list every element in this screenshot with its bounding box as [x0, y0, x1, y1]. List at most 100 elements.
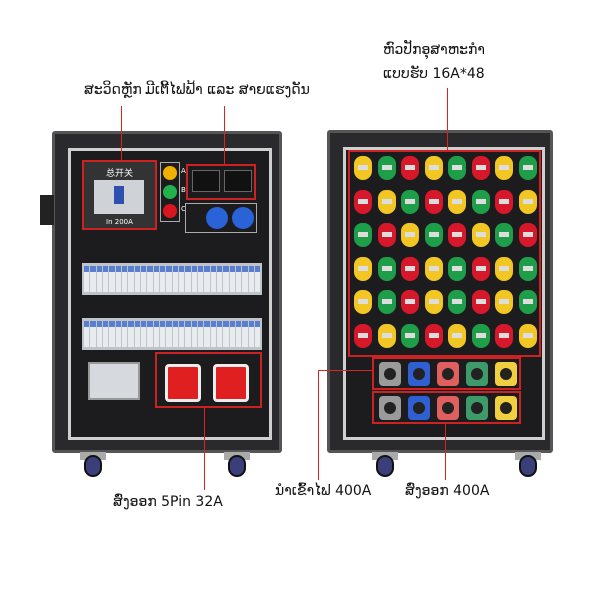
breaker[interactable]: [235, 266, 242, 292]
breaker[interactable]: [254, 266, 261, 292]
breaker[interactable]: [153, 266, 159, 292]
industrial-socket-16a[interactable]: [471, 256, 490, 281]
breaker[interactable]: [102, 321, 109, 347]
5pin-32a-socket[interactable]: [165, 364, 201, 402]
industrial-socket-16a[interactable]: [518, 256, 537, 281]
breaker[interactable]: [166, 321, 172, 347]
industrial-socket-16a[interactable]: [354, 256, 372, 281]
powerlock-400a-connector[interactable]: [437, 362, 459, 386]
breaker[interactable]: [147, 321, 153, 347]
breaker[interactable]: [178, 266, 185, 292]
breaker[interactable]: [147, 266, 153, 292]
breaker[interactable]: [185, 266, 191, 292]
industrial-socket-16a[interactable]: [377, 256, 396, 281]
breaker[interactable]: [191, 321, 197, 347]
industrial-socket-16a[interactable]: [518, 290, 537, 314]
industrial-socket-16a[interactable]: [471, 290, 490, 314]
breaker[interactable]: [109, 321, 115, 347]
industrial-socket-16a[interactable]: [424, 156, 443, 180]
breaker[interactable]: [84, 321, 90, 347]
industrial-socket-16a[interactable]: [377, 323, 396, 348]
industrial-socket-16a[interactable]: [354, 223, 372, 247]
breaker[interactable]: [248, 266, 254, 292]
industrial-socket-16a[interactable]: [448, 223, 466, 247]
industrial-socket-16a[interactable]: [401, 323, 419, 348]
breaker[interactable]: [115, 321, 121, 347]
breaker[interactable]: [121, 321, 128, 347]
powerlock-400a-connector[interactable]: [408, 362, 430, 386]
industrial-socket-16a[interactable]: [424, 189, 443, 214]
industrial-socket-16a[interactable]: [354, 290, 372, 314]
breaker[interactable]: [134, 266, 140, 292]
industrial-socket-16a[interactable]: [448, 290, 466, 314]
breaker[interactable]: [191, 266, 197, 292]
industrial-socket-16a[interactable]: [424, 323, 443, 348]
industrial-socket-16a[interactable]: [495, 323, 513, 348]
industrial-socket-16a[interactable]: [354, 189, 372, 214]
industrial-socket-16a[interactable]: [518, 323, 537, 348]
breaker[interactable]: [159, 321, 166, 347]
industrial-socket-16a[interactable]: [354, 323, 372, 348]
breaker[interactable]: [172, 266, 178, 292]
industrial-socket-16a[interactable]: [401, 189, 419, 214]
breaker[interactable]: [90, 321, 96, 347]
breaker[interactable]: [197, 321, 204, 347]
breaker[interactable]: [102, 266, 109, 292]
breaker[interactable]: [248, 321, 254, 347]
industrial-socket-16a[interactable]: [377, 290, 396, 314]
industrial-socket-16a[interactable]: [424, 256, 443, 281]
industrial-socket-16a[interactable]: [518, 223, 537, 247]
breaker[interactable]: [210, 321, 216, 347]
powerlock-400a-connector[interactable]: [408, 396, 430, 420]
powerlock-400a-connector[interactable]: [495, 362, 517, 386]
industrial-socket-16a[interactable]: [377, 223, 396, 247]
breaker[interactable]: [159, 266, 166, 292]
powerlock-400a-connector[interactable]: [466, 396, 488, 420]
powerlock-400a-connector[interactable]: [437, 396, 459, 420]
breaker[interactable]: [172, 321, 178, 347]
industrial-socket-16a[interactable]: [518, 156, 537, 180]
schuko-socket[interactable]: [232, 207, 254, 229]
breaker[interactable]: [134, 321, 140, 347]
breaker[interactable]: [254, 321, 261, 347]
breaker[interactable]: [90, 266, 96, 292]
industrial-socket-16a[interactable]: [401, 290, 419, 314]
breaker-row[interactable]: [82, 318, 262, 350]
industrial-socket-16a[interactable]: [495, 189, 513, 214]
industrial-socket-16a[interactable]: [495, 256, 513, 281]
industrial-socket-16a[interactable]: [495, 290, 513, 314]
breaker[interactable]: [115, 266, 121, 292]
industrial-socket-16a[interactable]: [471, 189, 490, 214]
breaker[interactable]: [210, 266, 216, 292]
breaker[interactable]: [229, 321, 235, 347]
industrial-socket-16a[interactable]: [448, 256, 466, 281]
breaker[interactable]: [242, 266, 248, 292]
breaker[interactable]: [204, 321, 210, 347]
breaker[interactable]: [153, 321, 159, 347]
breaker[interactable]: [216, 266, 223, 292]
industrial-socket-16a[interactable]: [354, 156, 372, 180]
breaker[interactable]: [121, 266, 128, 292]
breaker[interactable]: [223, 321, 229, 347]
industrial-socket-16a[interactable]: [471, 323, 490, 348]
breaker[interactable]: [223, 266, 229, 292]
powerlock-400a-connector[interactable]: [379, 362, 401, 386]
breaker[interactable]: [216, 321, 223, 347]
schuko-socket[interactable]: [206, 207, 228, 229]
breaker[interactable]: [235, 321, 242, 347]
industrial-socket-16a[interactable]: [448, 156, 466, 180]
powerlock-400a-connector[interactable]: [466, 362, 488, 386]
breaker[interactable]: [128, 321, 134, 347]
industrial-socket-16a[interactable]: [448, 189, 466, 214]
breaker[interactable]: [140, 321, 147, 347]
breaker[interactable]: [185, 321, 191, 347]
breaker[interactable]: [140, 266, 147, 292]
breaker[interactable]: [229, 266, 235, 292]
industrial-socket-16a[interactable]: [495, 223, 513, 247]
main-breaker[interactable]: [94, 180, 144, 214]
industrial-socket-16a[interactable]: [471, 156, 490, 180]
breaker[interactable]: [178, 321, 185, 347]
industrial-socket-16a[interactable]: [401, 156, 419, 180]
breaker[interactable]: [204, 266, 210, 292]
breaker[interactable]: [166, 266, 172, 292]
